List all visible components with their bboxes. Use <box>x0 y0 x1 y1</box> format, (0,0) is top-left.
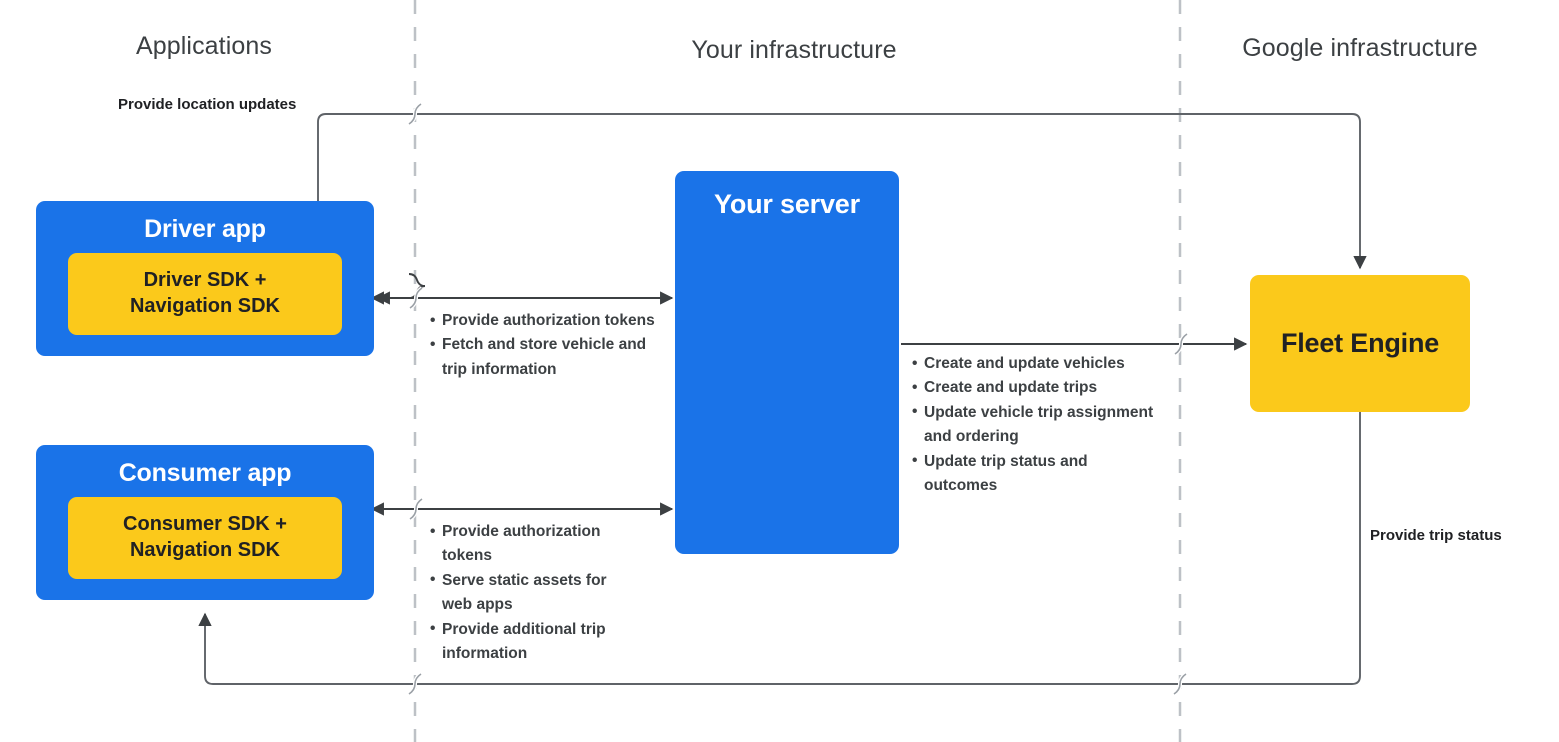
list-item: Fetch and store vehicle and trip informa… <box>430 333 655 382</box>
list-item: Provide authorization tokens <box>430 520 630 569</box>
fleet-engine-box[interactable]: Fleet Engine <box>1250 275 1470 412</box>
edge-server-fleet-jump-stroke <box>1174 333 1188 355</box>
edge-location-updates-jump <box>407 102 423 126</box>
list-item: Update vehicle trip assignment and order… <box>912 400 1162 450</box>
list-item: Create and update trips <box>912 376 1162 401</box>
driver-sdk-box[interactable]: Driver SDK + Navigation SDK <box>68 253 342 335</box>
consumer-app-title: Consumer app <box>118 459 292 487</box>
column-title-your-infrastructure: Your infrastructure <box>691 36 897 64</box>
edge-driver-server-jump <box>408 286 424 310</box>
edge-trip-status-jump-a-stroke <box>408 673 422 695</box>
edge-driver-server <box>376 273 426 305</box>
edge-trip-status-jump-b <box>1172 672 1188 696</box>
edge-consumer-server-jump <box>408 497 424 521</box>
column-title-applications: Applications <box>135 32 273 60</box>
list-item: Create and update vehicles <box>912 351 1162 376</box>
edge-location-updates-jump-stroke <box>408 103 422 125</box>
label-provide-location-updates: Provide location updates <box>118 96 297 113</box>
consumer-sdk-line-2: Navigation SDK <box>129 539 281 561</box>
list-item: Update trip status and outcomes <box>912 449 1162 499</box>
driver-app-box[interactable]: Driver app Driver SDK + Navigation SDK <box>36 201 374 356</box>
your-server-box[interactable]: Your server <box>675 171 899 554</box>
bullets-consumer-server: Provide authorization tokens Serve stati… <box>430 520 630 667</box>
bullets-server-fleet: Create and update vehicles Create and up… <box>912 351 1162 499</box>
bullets-driver-server: Provide authorization tokens Fetch and s… <box>430 308 655 382</box>
edge-trip-status-jump-b-stroke <box>1173 673 1187 695</box>
list-item: Provide authorization tokens <box>430 308 655 333</box>
label-provide-trip-status: Provide trip status <box>1370 527 1502 544</box>
fleet-engine-title: Fleet Engine <box>1280 328 1440 358</box>
list-item: Provide additional trip information <box>430 617 630 667</box>
bullets-consumer-server-list: Provide authorization tokens Serve stati… <box>430 520 630 667</box>
your-server-title: Your server <box>714 189 860 219</box>
driver-sdk-line-1: Driver SDK + <box>143 269 267 292</box>
driver-app-title: Driver app <box>144 215 266 243</box>
edge-consumer-server-jump-stroke <box>409 498 423 520</box>
edge-trip-status-jump-a <box>407 672 423 696</box>
bullets-driver-server-list: Provide authorization tokens Fetch and s… <box>430 308 655 382</box>
consumer-app-box[interactable]: Consumer app Consumer SDK + Navigation S… <box>36 445 374 600</box>
consumer-sdk-box[interactable]: Consumer SDK + Navigation SDK <box>68 497 342 579</box>
consumer-sdk-line-1: Consumer SDK + <box>123 513 287 536</box>
bullets-server-fleet-list: Create and update vehicles Create and up… <box>912 351 1162 499</box>
edge-server-fleet-jump <box>1173 332 1189 356</box>
edge-driver-server-jump-stroke <box>409 287 423 309</box>
list-item: Serve static assets for web apps <box>430 568 630 618</box>
column-title-google-infrastructure: Google infrastructure <box>1242 34 1478 62</box>
driver-sdk-line-2: Navigation SDK <box>129 295 281 317</box>
